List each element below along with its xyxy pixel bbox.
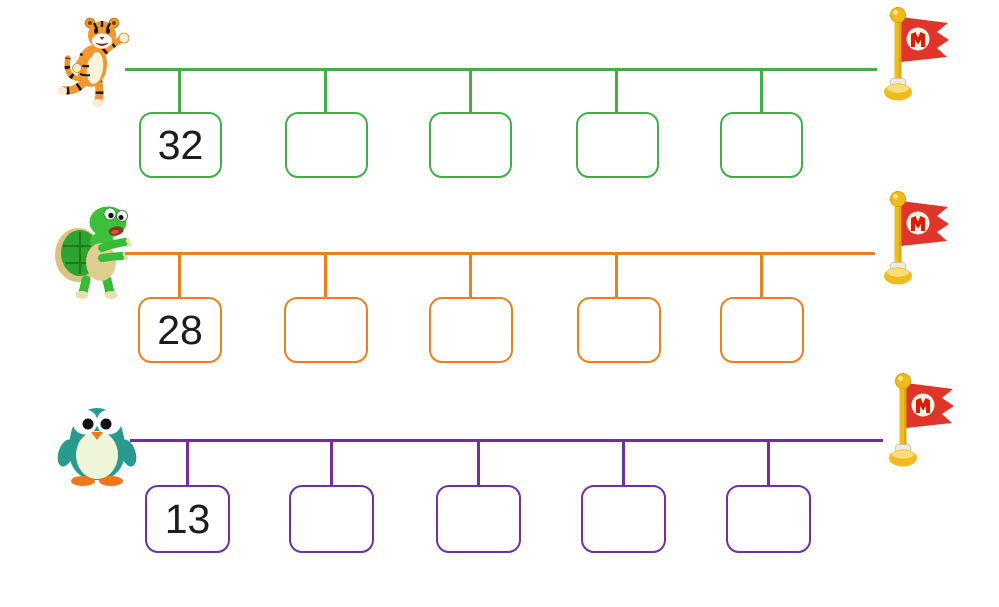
number-line <box>130 439 883 442</box>
answer-box[interactable] <box>285 112 368 178</box>
number-line-tick <box>178 255 181 297</box>
number-line-tick <box>622 442 625 485</box>
mario-goal-flag-icon <box>884 190 952 286</box>
number-line-tick <box>760 71 763 112</box>
answer-box[interactable] <box>429 297 513 363</box>
answer-box[interactable] <box>436 485 521 553</box>
answer-box[interactable] <box>284 297 368 363</box>
number-line-tick <box>324 255 327 297</box>
given-number-box: 32 <box>139 112 222 178</box>
number-line-tick <box>324 71 327 112</box>
answer-box[interactable] <box>720 112 803 178</box>
mario-goal-flag-icon <box>884 6 952 102</box>
number-value: 32 <box>157 121 204 168</box>
number-line-tick <box>330 442 333 485</box>
answer-box[interactable] <box>429 112 512 178</box>
number-line-tick <box>477 442 480 485</box>
number-line-tick <box>767 442 770 485</box>
number-line-tick <box>469 255 472 297</box>
number-line-tick <box>760 255 763 297</box>
number-line-tick <box>469 71 472 112</box>
tiger-icon <box>42 12 142 107</box>
given-number-box: 28 <box>138 297 222 363</box>
penguin-icon <box>57 398 137 486</box>
answer-box[interactable] <box>289 485 374 553</box>
turtle-icon <box>52 200 147 300</box>
number-line <box>125 68 877 71</box>
given-number-box: 13 <box>145 485 230 553</box>
number-value: 13 <box>164 495 211 542</box>
answer-box[interactable] <box>720 297 804 363</box>
answer-box[interactable] <box>726 485 811 553</box>
answer-box[interactable] <box>581 485 666 553</box>
number-value: 28 <box>157 306 203 353</box>
number-line <box>125 252 875 255</box>
number-line-tick <box>178 71 181 112</box>
number-line-tick <box>615 71 618 112</box>
number-line-tick <box>186 442 189 485</box>
answer-box[interactable] <box>576 112 659 178</box>
answer-box[interactable] <box>577 297 661 363</box>
mario-goal-flag-icon <box>889 372 957 468</box>
number-line-tick <box>615 255 618 297</box>
